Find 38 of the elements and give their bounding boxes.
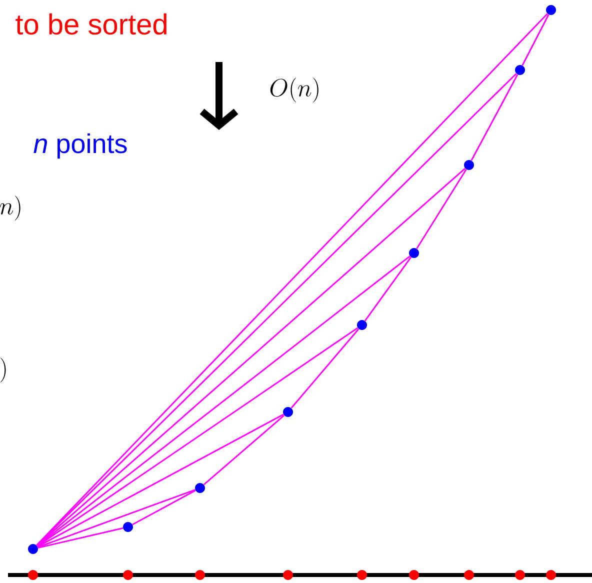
- point-dot: [464, 160, 474, 170]
- line: [416, 169, 467, 249]
- point-dot: [515, 65, 525, 75]
- point-dot: [283, 407, 293, 417]
- axis-point: [546, 570, 556, 580]
- line: [36, 168, 466, 546]
- axis-point: [283, 570, 293, 580]
- point-dot: [546, 5, 556, 15]
- point-dot: [123, 522, 133, 532]
- line: [36, 256, 410, 546]
- axis-point: [123, 570, 133, 580]
- axis-point: [464, 570, 474, 580]
- line: [36, 13, 548, 546]
- line: [364, 256, 412, 322]
- line: [37, 414, 284, 548]
- point-dot: [409, 248, 419, 258]
- point-dot: [28, 544, 38, 554]
- line: [36, 73, 517, 546]
- axis-point: [515, 570, 525, 580]
- line: [38, 489, 196, 548]
- line: [522, 14, 550, 66]
- complexity-formula: $O(n)$: [270, 78, 318, 102]
- line: [470, 74, 518, 161]
- axis-point: [357, 570, 367, 580]
- line: [36, 327, 358, 547]
- line: [132, 490, 196, 526]
- caption-text: to be sorted: [16, 13, 166, 35]
- caption-text: n points: [34, 133, 127, 159]
- point-dot: [195, 483, 205, 493]
- axis-point: [409, 570, 419, 580]
- point-dot: [357, 320, 367, 330]
- partial-formula: $n)$: [0, 196, 20, 220]
- line: [290, 328, 360, 409]
- axis-point: [195, 570, 205, 580]
- line: [203, 414, 285, 486]
- axis-point: [28, 570, 38, 580]
- partial-formula: $)$: [0, 358, 6, 382]
- line: [38, 527, 124, 549]
